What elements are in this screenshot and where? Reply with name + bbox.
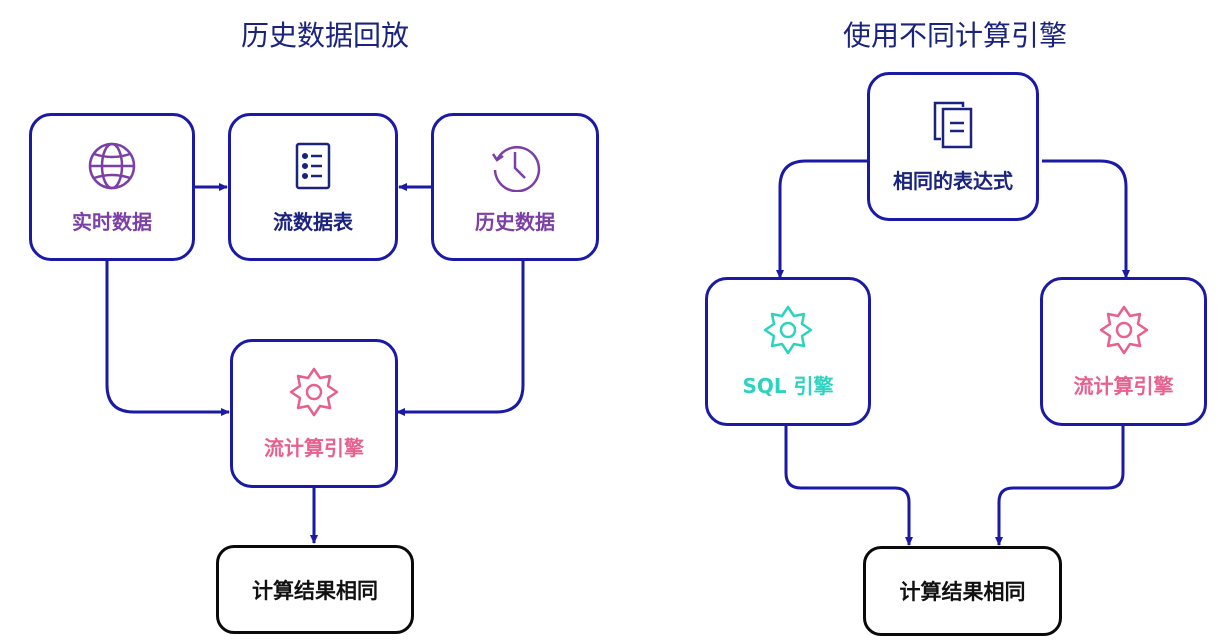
node-label: 相同的表达式 [893, 169, 1013, 193]
right-diagram-title: 使用不同计算引擎 [842, 19, 1067, 52]
list-document-icon [295, 142, 331, 189]
node-label: 计算结果相同 [899, 580, 1026, 604]
node-history-data[interactable]: 历史数据 [431, 113, 599, 261]
copy-document-icon [933, 101, 973, 149]
left-diagram-title: 历史数据回放 [240, 19, 409, 52]
node-label: 计算结果相同 [252, 578, 378, 603]
node-label: 历史数据 [475, 209, 555, 234]
node-label: 流数据表 [273, 209, 353, 234]
node-label: SQL 引擎 [742, 374, 834, 398]
node-stream-table[interactable]: 流数据表 [228, 113, 398, 261]
node-same-expression[interactable]: 相同的表达式 [867, 72, 1039, 221]
arrow-expression-to-stream [1042, 159, 1130, 279]
arrow-sql-to-result [784, 424, 913, 546]
arrow-expression-to-sql [776, 159, 867, 279]
node-label: 实时数据 [72, 209, 152, 234]
node-label: 流计算引擎 [264, 436, 364, 460]
gear-icon [289, 367, 339, 417]
globe-icon [88, 142, 136, 189]
node-sql-engine[interactable]: SQL 引擎 [705, 277, 871, 426]
node-result-same-left[interactable]: 计算结果相同 [216, 545, 414, 634]
gear-icon [763, 305, 813, 355]
node-stream-engine-right[interactable]: 流计算引擎 [1040, 277, 1207, 426]
node-label: 流计算引擎 [1073, 374, 1174, 398]
node-stream-engine[interactable]: 流计算引擎 [230, 339, 398, 488]
gear-icon [1099, 305, 1148, 355]
node-result-same-right[interactable]: 计算结果相同 [863, 546, 1062, 636]
history-clock-icon [491, 145, 541, 192]
node-realtime-data[interactable]: 实时数据 [29, 113, 195, 261]
arrow-stream-to-result [995, 424, 1125, 546]
arrow-realtime-to-engine [105, 260, 230, 416]
arrow-history-to-engine [396, 260, 525, 416]
